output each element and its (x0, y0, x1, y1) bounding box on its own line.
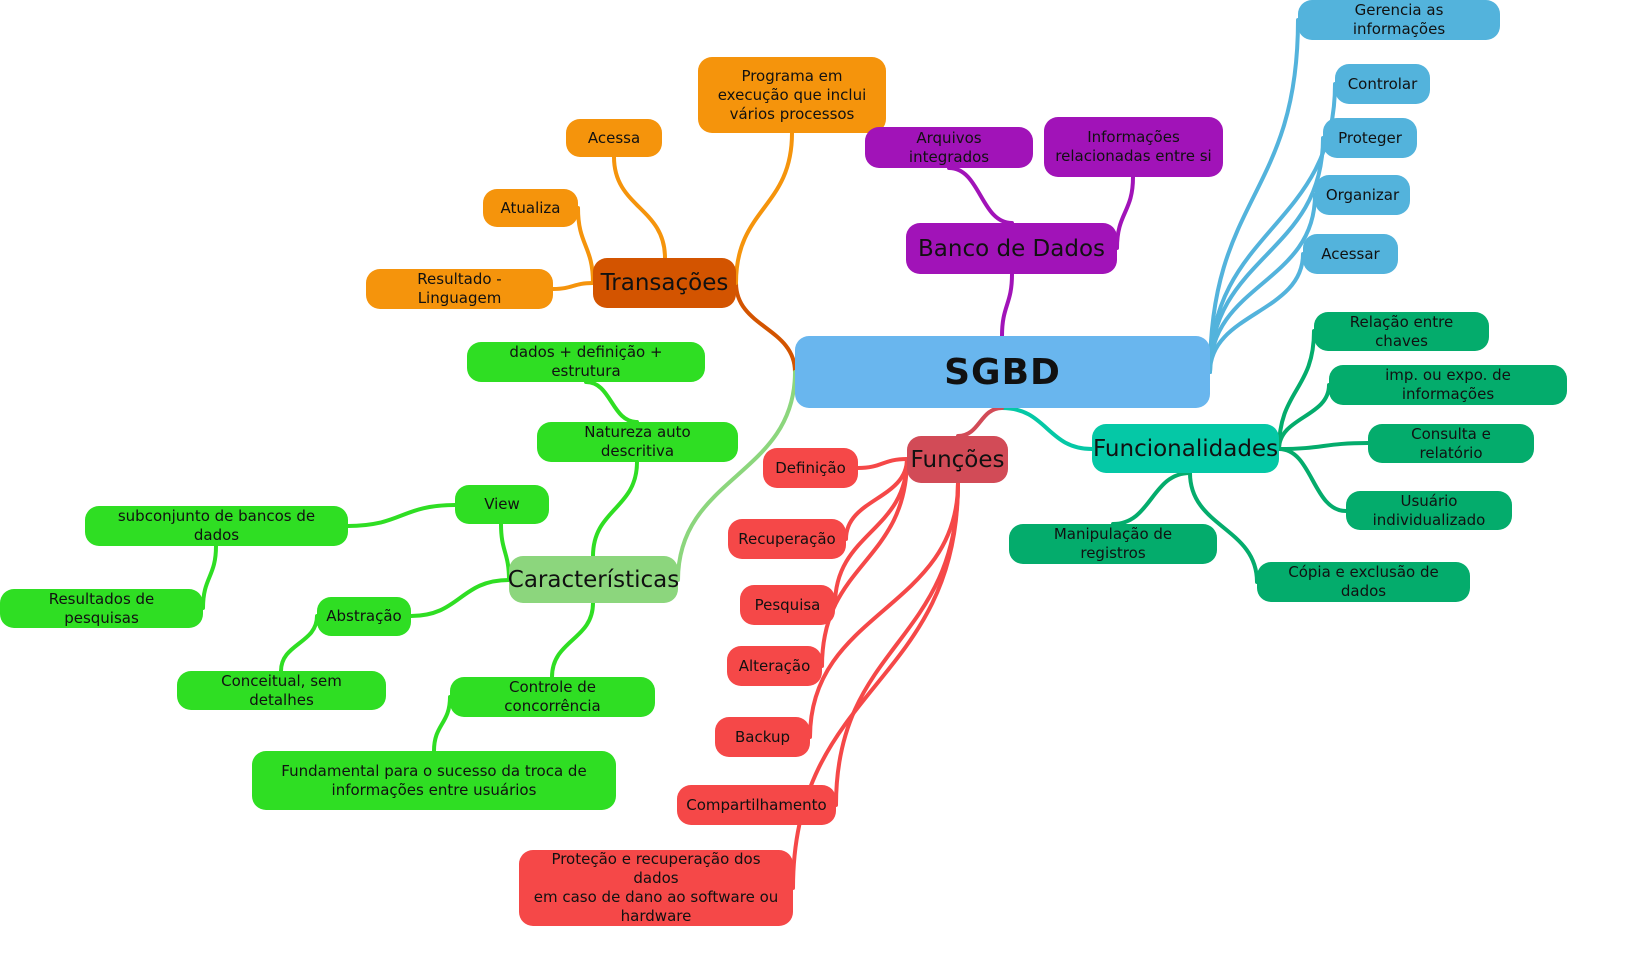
node-manipulacao-de-registros[interactable]: Manipulação de registros (1009, 524, 1217, 564)
node-resultado-linguagem[interactable]: Resultado - Linguagem (366, 269, 553, 309)
root-node-sgbd[interactable]: SGBD (795, 336, 1210, 408)
node-conceitual-sem-detalhes[interactable]: Conceitual, sem detalhes (177, 671, 386, 710)
node-protecao-e-recuperacao[interactable]: Proteção e recuperação dos dados em caso… (519, 850, 793, 926)
node-acessa[interactable]: Acessa (566, 119, 662, 157)
node-dados-definicao-estrutura[interactable]: dados + definição + estrutura (467, 342, 705, 382)
node-pesquisa[interactable]: Pesquisa (740, 585, 835, 625)
node-arquivos-integrados[interactable]: Arquivos integrados (865, 127, 1033, 168)
node-view[interactable]: View (455, 485, 549, 524)
edge-func-copia (1188, 471, 1259, 584)
edge-funcoes-compartilhamento (834, 481, 960, 807)
edge-car-fundamental (432, 695, 452, 753)
node-subconjunto-de-bancos[interactable]: subconjunto de bancos de dados (85, 506, 348, 546)
edge-funcoes-backup (808, 481, 960, 739)
node-informacoes-relacionadas[interactable]: Informações relacionadas entre si (1044, 117, 1223, 177)
edge-car-natureza (591, 460, 639, 558)
edge-car-controle (550, 601, 595, 679)
node-definicao[interactable]: Definição (763, 448, 858, 488)
edge-transacoes-atualiza (576, 206, 595, 285)
node-recuperacao[interactable]: Recuperação (728, 519, 846, 559)
node-organizar[interactable]: Organizar (1315, 175, 1410, 215)
node-controlar[interactable]: Controlar (1335, 64, 1430, 104)
node-backup[interactable]: Backup (715, 717, 810, 757)
node-imp-ou-expo[interactable]: imp. ou expo. de informações (1329, 365, 1567, 405)
edge-car-dados (584, 380, 639, 424)
node-atualiza[interactable]: Atualiza (483, 189, 578, 227)
node-programa-em-execucao[interactable]: Programa em execução que inclui vários p… (698, 57, 886, 133)
edge-transacoes-resultado (551, 281, 595, 291)
edge-car-abstracao (409, 578, 511, 618)
node-controle-de-concorrencia[interactable]: Controle de concorrência (450, 677, 655, 717)
node-funcoes[interactable]: Funções (907, 436, 1008, 483)
edge-root-banco (1000, 272, 1014, 338)
node-funcionalidades[interactable]: Funcionalidades (1092, 424, 1279, 473)
edge-car-resultados (201, 544, 218, 610)
edge-banco-informacoes (1115, 175, 1135, 250)
node-natureza-auto-descritiva[interactable]: Natureza auto descritiva (537, 422, 738, 462)
edge-func-manipulacao (1111, 471, 1192, 526)
edge-root-proteger (1208, 136, 1325, 374)
edge-car-view (499, 522, 511, 582)
edge-root-funcoes (956, 406, 1004, 438)
edge-transacoes-acessa (612, 155, 667, 260)
edge-funcoes-definicao (856, 457, 909, 470)
node-usuario-individualizado[interactable]: Usuário individualizado (1346, 491, 1512, 530)
node-caracteristicas[interactable]: Características (508, 556, 679, 603)
node-acessar[interactable]: Acessar (1303, 234, 1398, 274)
node-copia-e-exclusao[interactable]: Cópia e exclusão de dados (1257, 562, 1470, 602)
node-abstracao[interactable]: Abstração (317, 597, 411, 636)
node-gerencia-as-informacoes[interactable]: Gerencia as informações (1298, 0, 1500, 40)
node-alteracao[interactable]: Alteração (727, 646, 822, 686)
edge-car-subconjunto (346, 503, 457, 528)
edge-root-gerencia (1208, 18, 1300, 374)
edge-funcoes-alteracao (820, 457, 909, 668)
node-resultados-de-pesquisas[interactable]: Resultados de pesquisas (0, 589, 203, 628)
node-banco-de-dados[interactable]: Banco de Dados (906, 223, 1117, 274)
edge-root-caracteristicas (676, 370, 797, 582)
node-relacao-entre-chaves[interactable]: Relação entre chaves (1314, 312, 1489, 351)
edge-func-relacao (1277, 329, 1316, 451)
node-fundamental-para-o-sucesso[interactable]: Fundamental para o sucesso da troca de i… (252, 751, 616, 810)
edge-func-usuario (1277, 447, 1348, 513)
edge-root-acessar (1208, 252, 1305, 374)
edge-car-conceitual (279, 614, 319, 673)
edge-root-funcionalidades (1000, 406, 1094, 451)
node-transacoes[interactable]: Transações (593, 258, 736, 308)
edge-banco-arquivos (947, 166, 1014, 225)
edge-func-imp (1277, 383, 1331, 451)
node-consulta-e-relatorio[interactable]: Consulta e relatório (1368, 424, 1534, 463)
edge-root-transacoes (734, 281, 797, 374)
node-compartilhamento[interactable]: Compartilhamento (677, 785, 836, 825)
node-proteger[interactable]: Proteger (1323, 118, 1417, 158)
edge-root-organizar (1208, 193, 1317, 374)
edge-transacoes-programa (734, 131, 794, 285)
edge-func-consulta (1277, 441, 1370, 451)
